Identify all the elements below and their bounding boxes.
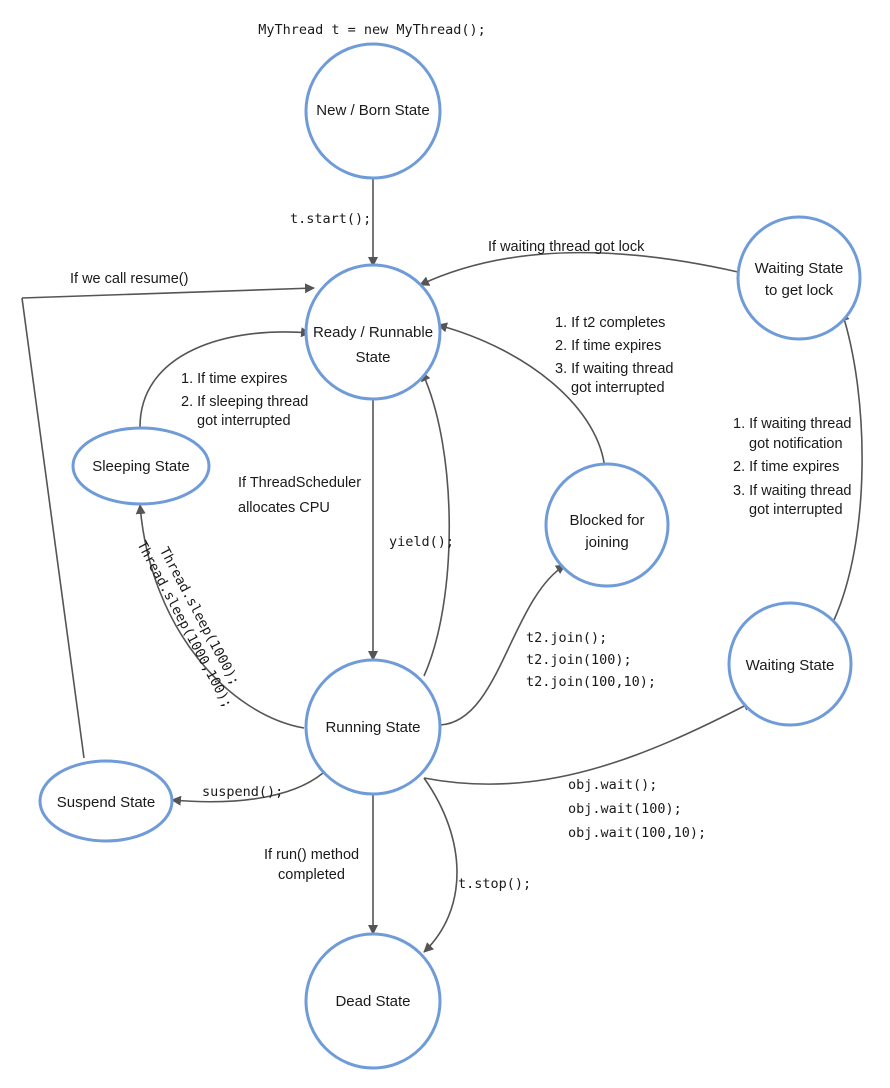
svg-text:joining: joining — [584, 534, 628, 551]
yield-label: yield(); — [389, 534, 454, 550]
svg-text:got interrupted: got interrupted — [197, 413, 291, 429]
sleep-calls-label: Thread.sleep(1000); Thread.sleep(1000,10… — [133, 538, 242, 711]
state-waiting: Waiting State — [727, 601, 853, 727]
start-label: t.start(); — [290, 211, 371, 227]
svg-text:to get lock: to get lock — [765, 282, 834, 299]
scheduler-label: If ThreadScheduler allocates CPU — [238, 475, 361, 516]
svg-text:t2.join(100,10);: t2.join(100,10); — [526, 674, 656, 690]
wait-calls-label: obj.wait(); obj.wait(100); obj.wait(100,… — [568, 777, 706, 841]
edge-blocked-to-ready — [437, 322, 606, 471]
wait-wake-label: 1. If waiting thread got notification 2.… — [733, 416, 852, 518]
svg-text:2. If time expires: 2. If time expires — [733, 459, 839, 475]
svg-text:allocates CPU: allocates CPU — [238, 500, 330, 516]
top-code-label: MyThread t = new MyThread(); — [258, 22, 486, 38]
svg-text:3. If waiting thread: 3. If waiting thread — [733, 483, 852, 499]
run-done-label: If run() method completed — [264, 847, 359, 883]
svg-text:got notification: got notification — [749, 436, 843, 452]
state-sleeping: Sleeping State — [71, 426, 211, 506]
svg-text:Blocked for: Blocked for — [569, 512, 644, 529]
suspend-call-label: suspend(); — [202, 784, 283, 800]
edge-running-to-blocked — [439, 564, 566, 726]
svg-text:t2.join(100);: t2.join(100); — [526, 652, 632, 668]
edge-suspend-to-ready — [21, 297, 85, 759]
edge-waitinglock-to-ready — [419, 251, 739, 286]
edge-running-to-suspend — [171, 772, 324, 806]
svg-text:If ThreadScheduler: If ThreadScheduler — [238, 475, 361, 491]
resume-label: If we call resume() — [70, 271, 188, 287]
edge-sleeping-to-ready — [139, 327, 311, 428]
edge-running-stop-dead — [423, 777, 458, 953]
join-calls-label: t2.join(); t2.join(100); t2.join(100,10)… — [526, 630, 656, 690]
svg-text:3. If waiting thread: 3. If waiting thread — [555, 361, 674, 377]
svg-text:2. If time expires: 2. If time expires — [555, 338, 661, 354]
state-suspend: Suspend State — [38, 759, 174, 843]
state-dead: Dead State — [304, 932, 442, 1070]
state-new: New / Born State — [304, 42, 442, 180]
svg-text:Suspend State: Suspend State — [57, 794, 155, 811]
got-lock-label: If waiting thread got lock — [488, 239, 645, 255]
svg-text:Running State: Running State — [325, 719, 420, 736]
svg-text:1. If waiting thread: 1. If waiting thread — [733, 416, 852, 432]
join-wake-label: 1. If t2 completes 2. If time expires 3.… — [555, 315, 674, 396]
svg-text:got interrupted: got interrupted — [571, 380, 665, 396]
svg-text:Sleeping State: Sleeping State — [92, 458, 190, 475]
edge-waiting-to-waitinglock — [833, 311, 863, 621]
svg-text:1. If time expires: 1. If time expires — [181, 371, 287, 387]
edge-running-to-ready — [421, 371, 451, 677]
edge-running-to-sleeping — [135, 504, 305, 729]
svg-text:Waiting State: Waiting State — [755, 260, 844, 277]
svg-text:2. If sleeping thread: 2. If sleeping thread — [181, 394, 308, 410]
svg-text:obj.wait();: obj.wait(); — [568, 777, 657, 793]
svg-text:Dead State: Dead State — [335, 993, 410, 1010]
state-running: Running State — [304, 658, 442, 796]
svg-text:Waiting State: Waiting State — [746, 657, 835, 674]
sleep-wake-label: 1. If time expires 2. If sleeping thread… — [181, 371, 308, 429]
svg-text:t2.join();: t2.join(); — [526, 630, 607, 646]
svg-text:got interrupted: got interrupted — [749, 502, 843, 518]
svg-text:completed: completed — [278, 867, 345, 883]
state-blocked: Blocked for joining — [544, 462, 670, 588]
svg-text:obj.wait(100);: obj.wait(100); — [568, 801, 682, 817]
svg-text:obj.wait(100,10);: obj.wait(100,10); — [568, 825, 706, 841]
edge-resume-to-ready — [21, 283, 315, 299]
svg-text:If run() method: If run() method — [264, 847, 359, 863]
svg-text:State: State — [355, 349, 390, 366]
edge-running-to-waiting — [423, 701, 753, 785]
state-ready: Ready / Runnable State — [304, 263, 442, 401]
svg-text:1. If t2 completes: 1. If t2 completes — [555, 315, 665, 331]
state-waiting-lock: Waiting State to get lock — [736, 215, 862, 341]
stop-label: t.stop(); — [458, 876, 531, 892]
svg-text:Ready / Runnable: Ready / Runnable — [313, 324, 433, 341]
svg-text:Thread.sleep(1000,100);: Thread.sleep(1000,100); — [133, 538, 235, 711]
svg-text:New / Born State: New / Born State — [316, 102, 429, 119]
